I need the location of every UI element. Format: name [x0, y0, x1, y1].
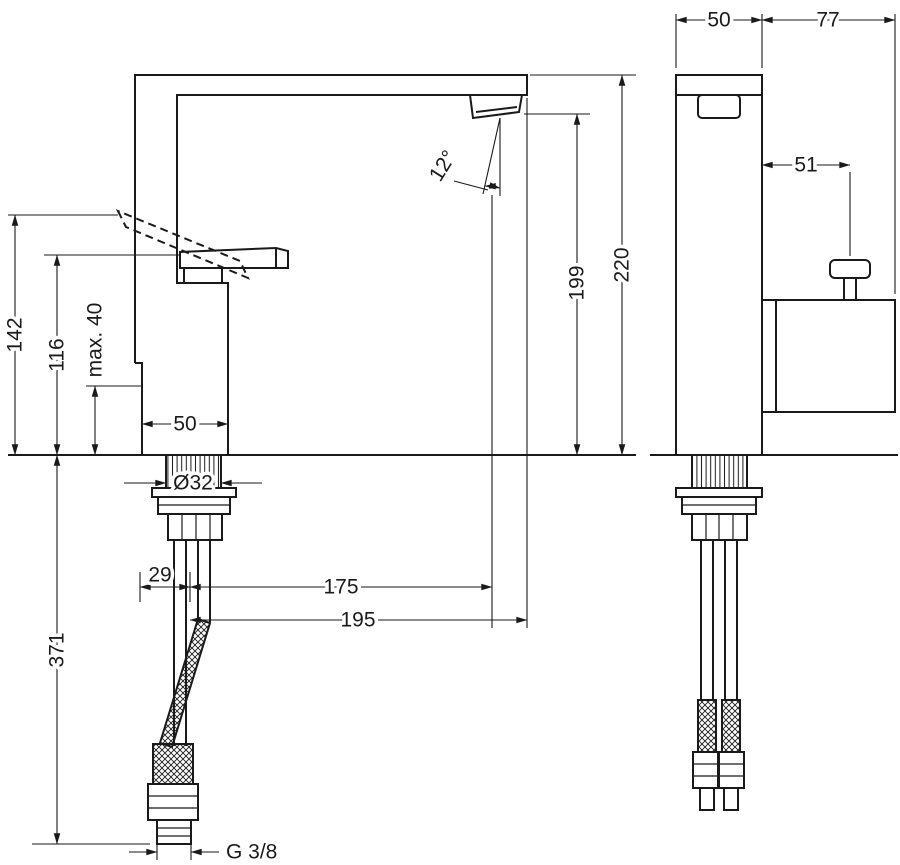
side-view-dimensions: 142 116 max. 40 371 50 Ø32 29 175 195 19…: [0, 74, 637, 865]
hose-thread-end: [156, 819, 192, 845]
hose-fitting-block: [167, 513, 223, 541]
dim-50-side-label: 50: [173, 413, 196, 436]
dim-max40-label: max. 40: [84, 303, 107, 378]
front-threaded-shaft: [691, 454, 748, 489]
front-handle-cap: [829, 259, 871, 279]
front-braid-left: [697, 699, 717, 753]
front-thread-end-left: [699, 787, 715, 811]
front-view-faucet: [650, 74, 898, 456]
dim-29-label: 29: [148, 564, 171, 587]
thread-g38-label: G 3/8: [226, 841, 277, 864]
front-aerator: [697, 94, 741, 119]
dim-371-label: 371: [46, 632, 69, 667]
aerator-outlet: [469, 94, 523, 120]
front-view-mounting: [675, 454, 763, 541]
dim-d32-label: Ø32: [173, 472, 213, 495]
front-connector-nut-left: [692, 751, 719, 789]
side-view-hoses: [147, 540, 212, 845]
dim-175-label: 175: [323, 576, 358, 599]
front-washer: [675, 487, 763, 498]
side-view-faucet: [8, 74, 636, 456]
front-handle-stem: [843, 277, 857, 301]
spray-angle-label: 12°: [425, 146, 461, 185]
dim-220-label: 220: [611, 247, 634, 282]
dim-195-label: 195: [340, 609, 375, 632]
front-connector-nut-right: [718, 751, 745, 789]
body-left-edge: [135, 362, 143, 455]
dim-142-label: 142: [4, 317, 27, 352]
dim-51-label: 51: [794, 154, 817, 177]
front-view-hoses: [692, 540, 745, 811]
front-view-dimensions: 50 77 51: [675, 5, 896, 294]
front-thread-end-right: [723, 787, 739, 811]
spray-angle-annotation: 12°: [421, 117, 501, 196]
hose-connector-nut: [147, 783, 199, 821]
aerator-face-line: [475, 106, 518, 113]
handle-lever-open-dashed: [115, 209, 251, 280]
front-braid-right: [721, 699, 741, 753]
spout-outline: [134, 74, 528, 455]
front-handle-block: [762, 299, 896, 413]
dim-116-label: 116: [46, 338, 69, 371]
dim-199-label: 199: [566, 265, 589, 300]
front-column: [675, 74, 763, 456]
threaded-shaft: [165, 454, 222, 489]
side-view-mounting: [151, 454, 237, 541]
braided-collar: [152, 743, 194, 785]
dim-50-front-label: 50: [707, 9, 730, 32]
cartridge-cap: [183, 267, 223, 284]
dim-77-label: 77: [816, 9, 839, 32]
